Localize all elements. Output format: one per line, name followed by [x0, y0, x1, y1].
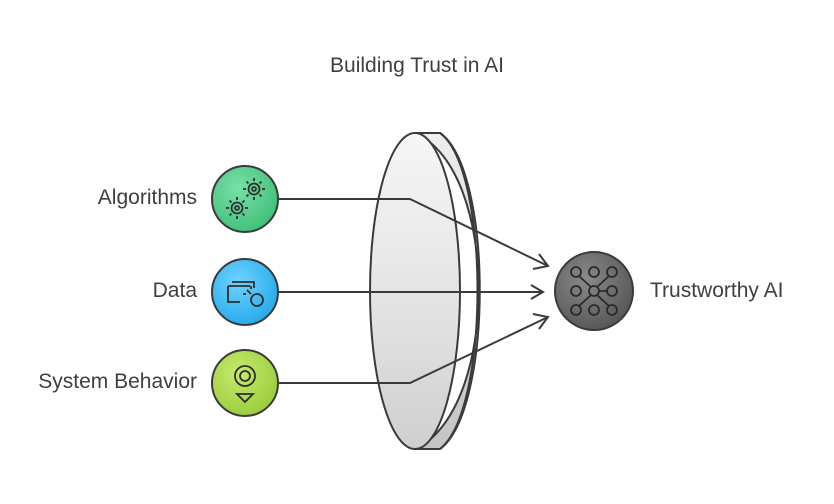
diagram-title: Building Trust in AI [330, 54, 504, 77]
arrowhead-system-behavior [532, 313, 550, 330]
location-pin-icon [234, 365, 256, 404]
output-node-trustworthy-ai [554, 251, 634, 331]
neural-network-icon [570, 266, 618, 316]
gears-icon [226, 178, 265, 219]
connectors [278, 198, 550, 384]
output-label-trustworthy-ai: Trustworthy AI [650, 279, 784, 302]
input-node-data [211, 258, 279, 326]
screen-cursor-icon [227, 281, 264, 307]
arrowhead-data [530, 284, 545, 300]
connector-algorithms [278, 198, 547, 266]
input-label-algorithms: Algorithms [97, 186, 197, 209]
input-node-algorithms [211, 165, 279, 233]
input-node-system-behavior [211, 349, 279, 417]
arrowhead-algorithms [532, 253, 550, 270]
input-label-data: Data [152, 279, 197, 302]
input-label-system-behavior: System Behavior [38, 370, 197, 393]
connector-system-behavior [278, 317, 547, 384]
